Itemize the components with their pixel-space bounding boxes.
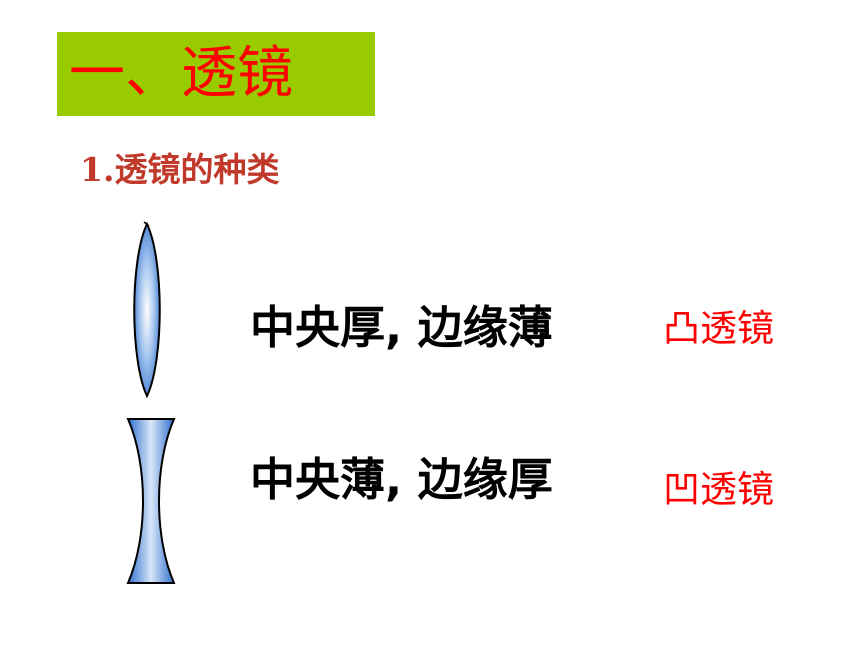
convex-lens-icon xyxy=(133,221,161,399)
subtitle: 1.透镜的种类 xyxy=(80,150,280,189)
concave-lens-label: 凹透镜 xyxy=(663,468,774,511)
convex-description: 中央厚, 边缘薄 xyxy=(250,301,553,354)
section-title: 一、透镜 xyxy=(69,41,293,106)
convex-lens-label: 凸透镜 xyxy=(663,307,774,350)
section-title-box: 一、透镜 xyxy=(57,32,375,116)
concave-lens-icon xyxy=(126,418,176,584)
concave-description: 中央薄, 边缘厚 xyxy=(250,453,553,506)
